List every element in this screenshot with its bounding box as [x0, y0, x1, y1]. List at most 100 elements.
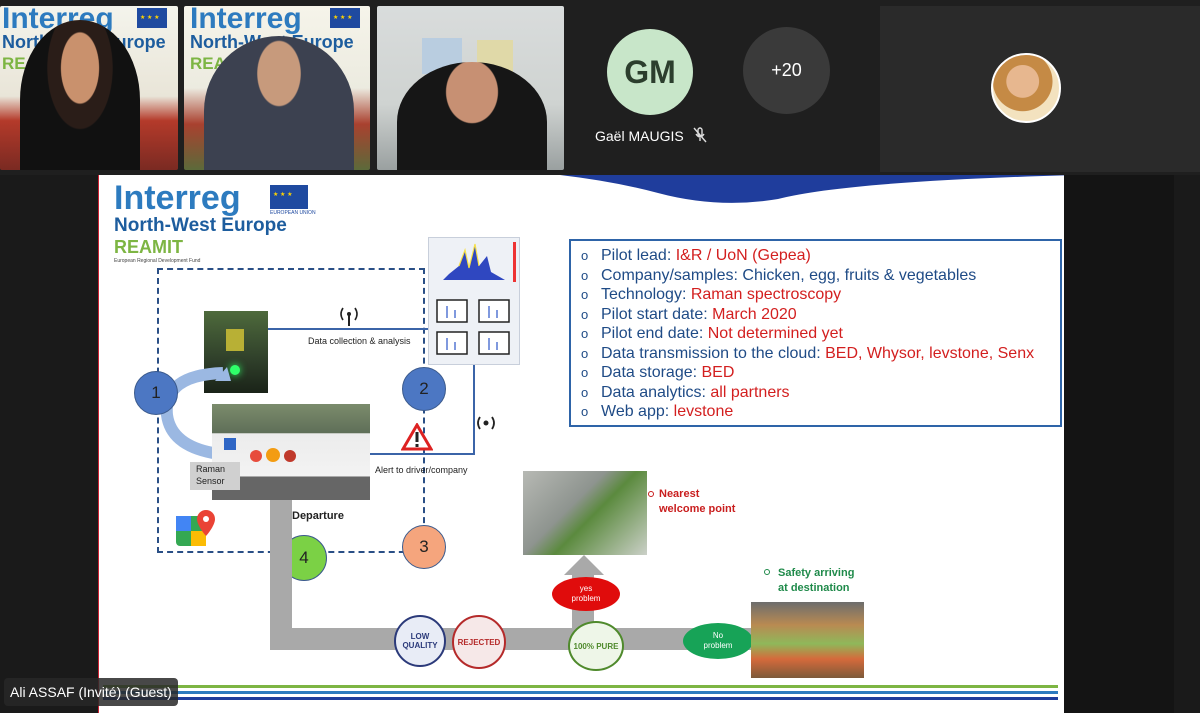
info-label: Pilot start date: [601, 305, 713, 323]
truck-graphic [266, 448, 280, 462]
alert-label: Alert to driver/company [375, 465, 468, 475]
info-value: I&R / UoN (Gepea) [675, 247, 811, 264]
info-value: March 2020 [712, 305, 797, 323]
connector-line [473, 365, 475, 455]
reamit-logo: REAMIT [114, 237, 183, 257]
eu-flag-icon [137, 8, 167, 28]
info-label: Technology: [601, 286, 691, 303]
truck-graphic [284, 450, 296, 462]
info-label: Data storage: [601, 364, 702, 381]
bullet-icon: o [581, 345, 589, 361]
slide-wave-decoration [559, 175, 1064, 203]
oval-label: problem [571, 594, 601, 603]
footer-line [103, 685, 1058, 688]
supermarket-photo [751, 602, 864, 678]
maps-icon [174, 508, 218, 557]
oval-label: No [712, 631, 724, 640]
truck-graphic [250, 450, 262, 462]
eu-flag-icon [270, 185, 308, 209]
spectra-computer-graphic [428, 237, 520, 365]
device-part [226, 329, 244, 351]
video-tile-1[interactable]: Interreg North-West Europe REAMIT [0, 6, 178, 170]
screen-share-margin [1064, 175, 1174, 713]
fund-caption: European Regional Development Fund [114, 258, 201, 264]
info-label: Data analytics: [601, 383, 711, 401]
route-path [270, 500, 292, 650]
wireless-icon [474, 408, 498, 443]
nearest-label: welcome point [659, 503, 736, 515]
info-label: Data transmission to the cloud: [601, 344, 826, 362]
rejected-stamp: REJECTED [452, 615, 506, 669]
step-3-circle: 3 [402, 525, 446, 569]
eu-flag-icon [330, 8, 360, 28]
info-value: levstone [673, 403, 734, 420]
more-participants-button[interactable]: +20 [743, 27, 830, 114]
info-value: BED [701, 364, 735, 381]
sensor-box [224, 438, 236, 450]
tile-interreg-logo: Interreg [190, 6, 302, 35]
info-value: all partners [710, 383, 790, 401]
info-item: o Data transmission to the cloud: BED, Wh… [581, 344, 1050, 364]
data-collection-label: Data collection & analysis [308, 336, 411, 346]
curved-arrow [160, 367, 231, 459]
speaker-name-tag: Ali ASSAF (Invité) (Guest) [4, 678, 178, 706]
nwe-logo: North-West Europe [114, 215, 287, 236]
slide-left-edge [98, 175, 99, 713]
info-item: o Data storage: BED [581, 363, 1050, 383]
video-strip: Interreg North-West Europe REAMIT Interr… [0, 0, 1200, 172]
connector-line [370, 453, 475, 455]
bullet-icon: o [581, 248, 589, 263]
raman-sensor-label: Sensor [196, 476, 225, 486]
bullet-icon [764, 569, 770, 575]
info-value: Raman spectroscopy [690, 286, 842, 303]
participant-name: Gaël MAUGIS [595, 128, 684, 144]
info-label: Pilot end date: [601, 325, 708, 342]
participant-video [204, 36, 354, 170]
avatar[interactable]: GM [607, 29, 693, 115]
safety-label: at destination [778, 582, 850, 594]
video-tile-3[interactable] [377, 6, 564, 170]
pure-stamp: 100% PURE [568, 621, 624, 671]
bullet-icon: o [581, 326, 589, 341]
bullet-icon: o [581, 384, 589, 400]
mic-off-icon [693, 127, 709, 143]
bullet-icon [648, 491, 654, 497]
antenna-icon [336, 305, 362, 332]
participant-video [397, 62, 547, 170]
bullet-icon: o [581, 267, 589, 283]
raman-sensor-label-box: Raman Sensor [190, 462, 240, 490]
eu-caption: EUROPEAN UNION [270, 210, 316, 216]
step-2-circle: 2 [402, 367, 446, 411]
footer-line [103, 691, 1058, 694]
bullet-icon: o [581, 287, 589, 302]
nearest-label: Nearest [659, 488, 700, 500]
route-arrow-up [564, 555, 604, 575]
info-value: BED, Whysor, levstone, Senx [825, 344, 1035, 362]
video-tile-2[interactable]: Interreg North-West Europe REAMIT [184, 6, 370, 170]
avatar[interactable] [991, 53, 1061, 123]
footer-line [103, 697, 1058, 700]
safety-label: Safety arriving [778, 567, 855, 579]
connector-line [268, 328, 428, 330]
route-path [270, 628, 760, 650]
interreg-logo: Interreg [114, 179, 241, 217]
presentation-slide: Interreg EUROPEAN UNION North-West Europ… [98, 175, 1064, 713]
low-quality-stamp: LOW QUALITY [394, 615, 446, 667]
oval-label: problem [703, 641, 733, 650]
oval-label: yes [579, 584, 593, 593]
warning-icon [400, 422, 434, 456]
departure-label: Departure [292, 510, 344, 522]
info-item: o Data analytics: all partners [581, 383, 1050, 403]
participant-video [20, 20, 140, 170]
step-1-circle: 1 [134, 371, 178, 415]
bullet-icon: o [581, 365, 589, 380]
info-label: Web app: [601, 403, 674, 420]
